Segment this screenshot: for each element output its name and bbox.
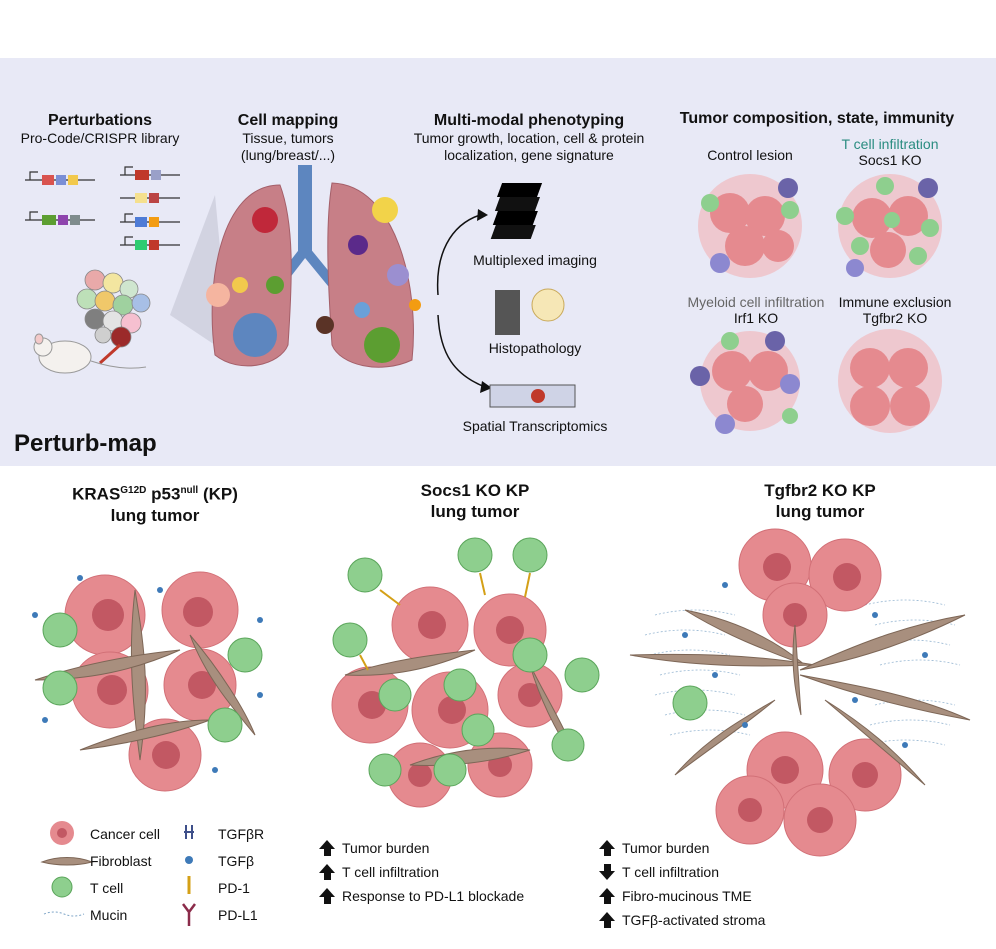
arrow-down-icon (598, 864, 616, 880)
control-lesion-label: Control lesion (707, 147, 793, 163)
phenotyping-line1: Tumor growth, location, cell & protein (413, 130, 645, 146)
socs1-effect-text: T cell infiltration (342, 864, 440, 880)
method-histopathology: Histopathology (488, 340, 582, 356)
socs1-phenotype: T cell infiltration (841, 136, 939, 152)
irf1-phenotype: Myeloid cell infiltration (687, 294, 825, 310)
barcode-constructs (25, 166, 180, 250)
lung-illustration (170, 165, 421, 368)
arrow-up-icon (318, 864, 336, 880)
phenotyping-line2: localization, gene signature (444, 147, 614, 163)
irf1-ko-label: Irf1 KO (733, 310, 779, 326)
kp-title-g12d: G12D (120, 485, 147, 496)
kp-title-kp: (KP) (198, 484, 238, 504)
socs1-effect-text: Response to PD-L1 blockade (342, 888, 525, 904)
control-lesion-illustration (698, 174, 802, 278)
socs1-tumor-illustration (331, 537, 600, 808)
arrow-up-icon (598, 912, 616, 928)
socs1-tumor-title: Socs1 KO KP lung tumor (390, 480, 560, 522)
tgfbr2-phenotype: Immune exclusion (838, 294, 952, 310)
tgfbr2-effect-item: TGFβ-activated stroma (598, 908, 765, 932)
socs1-effect-item: Tumor burden (318, 836, 524, 860)
tgfbr2-effect-text: Fibro-mucinous TME (622, 888, 752, 904)
composition-title: Tumor composition, state, immunity (679, 110, 955, 127)
tgfbr2-effect-text: Tumor burden (622, 840, 710, 856)
socs1-title-line2: lung tumor (430, 502, 520, 521)
arrow-up-icon (598, 840, 616, 856)
socs1-title-line1: Socs1 KO KP (420, 481, 530, 500)
kp-title-line2: lung tumor (110, 505, 200, 525)
legend-tgfbr: TGFβR (218, 826, 265, 842)
tgfbr2-effect-item: T cell infiltration (598, 860, 765, 884)
legend-pdl1: PD-L1 (218, 907, 258, 923)
arrow-up-icon (598, 888, 616, 904)
cell-mapping-line2: (lung/breast/...) (240, 147, 336, 163)
tgfbr2-title-line2: lung tumor (775, 502, 865, 521)
tgfbr2-title-line1: Tgfbr2 KO KP (764, 481, 876, 500)
legend-t-cell: T cell (90, 880, 124, 896)
tgfbr2-ko-label: Tgfbr2 KO (862, 310, 928, 326)
tgfbr2-ko-illustration (838, 329, 942, 433)
kp-tumor-title: KRASG12D p53null (KP) lung tumor (40, 480, 270, 526)
tgfbr2-tumor-illustration (629, 528, 971, 857)
legend-cancer-cell: Cancer cell (90, 826, 161, 842)
socs1-effect-text: Tumor burden (342, 840, 430, 856)
brand-title: Perturb-map (14, 430, 157, 457)
kp-tumor-illustration (32, 571, 263, 792)
method-multiplexed-imaging: Multiplexed imaging (473, 252, 597, 268)
legend-mucin: Mucin (90, 907, 128, 923)
phenotyping-title: Multi-modal phenotyping (433, 112, 625, 129)
legend-icons-left (40, 821, 94, 917)
phenotyping-icons (436, 183, 576, 408)
method-spatial-transcriptomics: Spatial Transcriptomics (462, 418, 608, 434)
irf1-ko-illustration (690, 331, 800, 434)
perturbations-title: Perturbations (47, 112, 152, 129)
socs1-effect-item: Response to PD-L1 blockade (318, 884, 524, 908)
arrow-up-icon (318, 840, 336, 856)
tgfbr2-tumor-title: Tgfbr2 KO KP lung tumor (735, 480, 905, 522)
tgfbr2-effect-item: Tumor burden (598, 836, 765, 860)
tgfbr2-effect-text: TGFβ-activated stroma (622, 912, 766, 928)
socs1-ko-illustration (836, 174, 942, 278)
socs1-effect-item: T cell infiltration (318, 860, 524, 884)
cell-mapping-line1: Tissue, tumors (242, 130, 334, 146)
tgfbr2-effect-item: Fibro-mucinous TME (598, 884, 765, 908)
arrow-up-icon (318, 888, 336, 904)
legend-pd1: PD-1 (218, 880, 250, 896)
socs1-ko-label: Socs1 KO (858, 152, 922, 168)
cell-mapping-title: Cell mapping (237, 112, 339, 129)
cell-library-and-mouse (33, 269, 151, 374)
kp-title-p53: p53 (146, 484, 181, 504)
legend-icons-right (182, 825, 196, 926)
kp-title-kras: KRAS (72, 484, 121, 504)
legend-tgfb: TGFβ (218, 853, 255, 869)
kp-title-null: null (180, 485, 199, 496)
tgfbr2-effect-text: T cell infiltration (622, 864, 720, 880)
legend-fibroblast: Fibroblast (90, 853, 152, 869)
perturbations-subtitle: Pro-Code/CRISPR library (20, 130, 180, 146)
